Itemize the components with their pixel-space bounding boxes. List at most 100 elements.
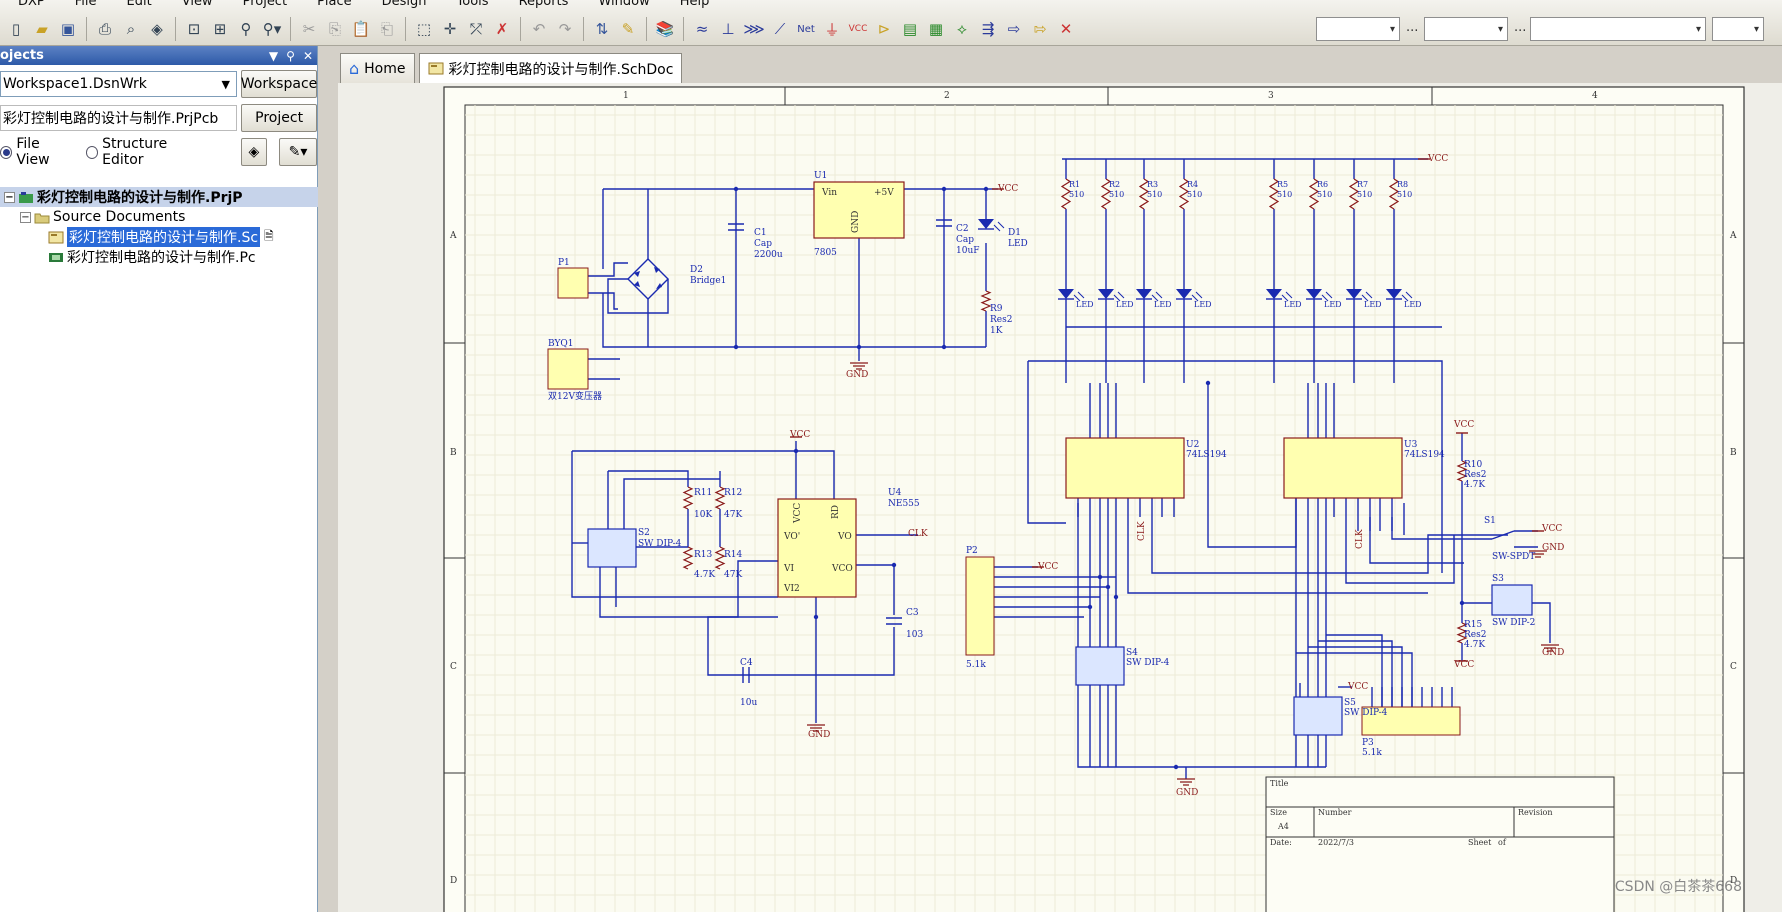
sheet-entry-icon[interactable]: ▦ [928,20,944,38]
menu-window[interactable]: Window [598,0,650,8]
p1-connector[interactable] [557,267,589,299]
s3-dip-switch[interactable] [1491,584,1533,616]
select-icon[interactable]: ⤱ [469,20,482,38]
menu-dxp[interactable]: DXP [18,0,45,8]
menu-file[interactable]: File [74,0,97,8]
toolbar-combo-4[interactable]: ▾ [1712,17,1764,41]
menu-design[interactable]: Design [381,0,427,8]
hierarchy-icon[interactable]: ⇅ [595,20,609,38]
combo-more-2[interactable]: ... [1514,20,1527,35]
file-view-radio[interactable]: File View [0,136,74,168]
cut-icon[interactable]: ✂ [302,20,316,38]
layers-icon[interactable]: ◈ [151,20,163,38]
u1-7805[interactable] [813,181,905,239]
close-icon[interactable]: ✕ [302,48,313,63]
u4-ne555[interactable] [777,498,857,598]
s2-dip-switch[interactable] [587,528,637,568]
tree-doc-pcb[interactable]: 彩灯控制电路的设计与制作.Pc [0,247,318,267]
open-icon[interactable]: ▰ [36,20,48,38]
r9-type: Res2 [990,315,1012,325]
collapse-icon[interactable]: − [20,211,31,223]
menu-project[interactable]: Project [242,0,288,8]
refresh-button[interactable]: ◈ [240,138,268,166]
pin-icon[interactable]: ⚲ [286,48,295,63]
u4-pin-vo: VO [837,532,852,542]
resistor [1456,460,1468,482]
net-label-icon[interactable]: Net [797,23,815,35]
tab-schematic[interactable]: 彩灯控制电路的设计与制作.SchDoc [418,53,683,83]
select-area-icon[interactable]: ⬚ [416,20,432,38]
toolbar-combo-3[interactable]: ▾ [1530,17,1706,41]
print-preview-icon[interactable]: ⌕ [126,20,136,38]
tree-folder[interactable]: − Source Documents [0,207,318,227]
menu-reports[interactable]: Reports [518,0,569,8]
vcc-label: VCC [1427,154,1448,164]
workspace-button[interactable]: Workspace [241,70,317,98]
menu-edit[interactable]: Edit [126,0,152,8]
save-icon[interactable]: ▣ [60,20,76,38]
u3-74ls194[interactable] [1283,437,1403,499]
schematic-sheet[interactable]: 1 2 3 4 A B C D A B C D R1510LEDR2510LED… [338,83,1782,912]
zoom-selected-icon[interactable]: ⚲ [240,20,252,38]
combo-more-1[interactable]: ... [1406,20,1419,35]
tree-doc-schematic[interactable]: 彩灯控制电路的设计与制作.Sc 🗎 [0,227,318,247]
deselect-icon[interactable]: ✗ [495,20,509,38]
copy-icon[interactable]: ⎘ [328,20,341,38]
undo-icon[interactable]: ↶ [532,20,546,38]
wire-icon[interactable]: ≈ [695,20,709,38]
workspace-select[interactable]: Workspace1.DsnWrk ▼ [0,71,237,97]
print-icon[interactable]: ⎙ [98,20,111,38]
device-sheet-icon[interactable]: ⟡ [957,20,967,38]
tree-project[interactable]: − 彩灯控制电路的设计与制作.PrjP [0,187,318,207]
options-button[interactable]: ✎▾ [279,138,317,166]
project-field[interactable]: 彩灯控制电路的设计与制作.PrjPcb [0,105,238,131]
redo-icon[interactable]: ↷ [558,20,572,38]
directive-icon[interactable]: ⇰ [1033,20,1047,38]
gnd-port-icon[interactable]: ⏚ [824,20,840,39]
tab-home[interactable]: ⌂ Home [340,53,415,83]
signal-harness-icon[interactable]: ⋙ [743,20,765,38]
place-part-icon[interactable]: ⊳ [877,20,891,38]
p2-connector[interactable] [965,556,995,656]
gnd-symbol [850,362,868,370]
sheet-symbol-icon[interactable]: ▤ [902,20,918,38]
move-icon[interactable]: ✛ [443,20,457,38]
s4-dip-switch[interactable] [1075,646,1125,686]
r13-label: R13 [694,550,713,560]
file-view-label: File View [16,136,50,168]
zoom-dropdown-icon[interactable]: ⚲▾ [262,20,282,38]
structure-editor-radio[interactable]: Structure Editor [85,136,207,168]
harness-connector-icon[interactable]: ⇨ [1007,20,1021,38]
zoom-fit-icon[interactable]: ⊡ [187,20,201,38]
bus-icon[interactable]: ⊥ [721,20,735,38]
rubber-stamp-icon[interactable]: ⎗ [380,20,393,38]
vcc-port-icon[interactable]: VCC [848,24,868,34]
led-label: LED [1404,300,1422,309]
zoom-area-icon[interactable]: ⊞ [213,20,227,38]
menu-view[interactable]: View [181,0,213,8]
s5-dip-switch[interactable] [1293,696,1343,736]
new-icon[interactable]: ▯ [11,20,21,38]
vcc-label: VCC [1453,660,1474,670]
toolbar-combo-1[interactable]: ▾ [1316,17,1400,41]
no-erc-icon[interactable]: ✕ [1059,20,1073,38]
collapse-icon[interactable]: − [4,191,15,203]
menu-tools[interactable]: Tools [456,0,489,8]
probe-icon[interactable]: ✎ [621,20,635,38]
menu-place[interactable]: Place [317,0,352,8]
title-block-date-value: 2022/7/3 [1318,838,1354,847]
toolbar-combo-2[interactable]: ▾ [1424,17,1508,41]
browse-library-icon[interactable]: 📚 [655,20,675,38]
p3-connector[interactable] [1361,706,1461,736]
panel-menu-icon[interactable]: ▼ [268,48,279,63]
menu-help[interactable]: Help [679,0,710,8]
byq1-transformer[interactable] [547,348,589,390]
paste-icon[interactable]: 📋 [351,20,371,38]
u2-74ls194[interactable] [1065,437,1185,499]
chevron-down-icon[interactable]: ▼ [221,77,230,91]
project-button[interactable]: Project [241,104,317,132]
port-icon[interactable]: ⇶ [981,20,995,38]
s1-label: S1 [1484,516,1496,526]
bus-entry-icon[interactable]: ⟋ [774,20,786,38]
